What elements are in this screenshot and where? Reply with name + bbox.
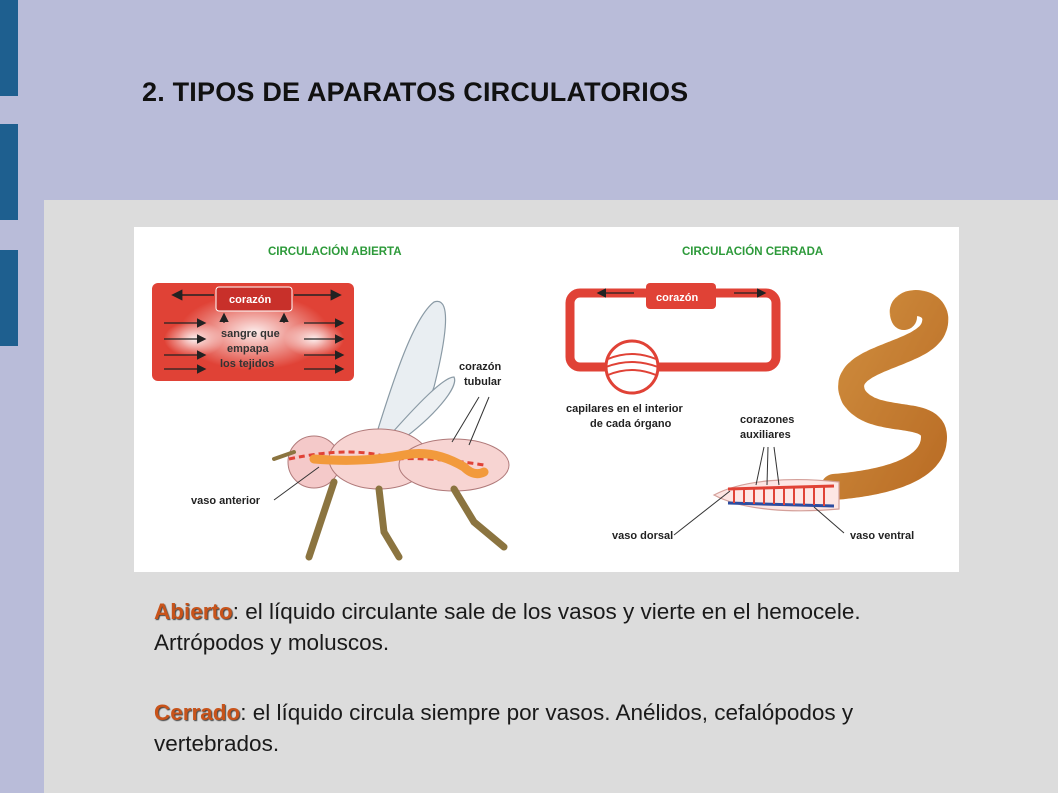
closed-heart-label: corazón (656, 292, 698, 304)
open-heart-label: corazón (229, 294, 271, 306)
capillaries-label-1: capilares en el interior (566, 403, 683, 415)
open-term: Abierto (154, 599, 233, 624)
anterior-vessel-label: vaso anterior (191, 495, 261, 507)
closed-circulation-heading: CIRCULACIÓN CERRADA (682, 245, 823, 258)
tubular-heart-label-2: tubular (464, 376, 502, 388)
circulation-diagram: CIRCULACIÓN ABIERTA corazón sangre que e… (134, 227, 959, 572)
left-accent-bar-3 (0, 250, 18, 346)
slide-title: 2. TIPOS DE APARATOS CIRCULATORIOS (142, 77, 689, 107)
aux-hearts-label-2: auxiliares (740, 429, 791, 441)
open-circulation-scheme (152, 283, 354, 381)
left-accent-bar-2 (0, 124, 18, 220)
closed-term: Cerrado (154, 700, 241, 725)
closed-description: : el líquido circula siempre por vasos. … (154, 700, 854, 756)
open-circulation-heading: CIRCULACIÓN ABIERTA (268, 245, 402, 258)
header-band (0, 0, 1058, 200)
open-blood-label-2: empapa (227, 343, 269, 355)
insect-illustration (272, 300, 510, 561)
open-blood-label-1: sangre que (221, 328, 280, 340)
capillaries-label-2: de cada órgano (590, 418, 672, 430)
tubular-heart-label-1: corazón (459, 361, 501, 373)
open-blood-label-3: los tejidos (220, 358, 274, 370)
dorsal-vessel-label: vaso dorsal (612, 530, 673, 542)
open-circulation-paragraph: Abierto: el líquido circulante sale de l… (154, 596, 954, 658)
ventral-vessel-label: vaso ventral (850, 530, 914, 542)
left-accent-bar-1 (0, 0, 18, 96)
closed-circulation-scheme (565, 283, 781, 395)
earthworm-illustration (673, 290, 949, 536)
open-description: : el líquido circulante sale de los vaso… (154, 599, 861, 655)
closed-circulation-paragraph: Cerrado: el líquido circula siempre por … (154, 697, 954, 759)
aux-hearts-label-1: corazones (740, 414, 794, 426)
